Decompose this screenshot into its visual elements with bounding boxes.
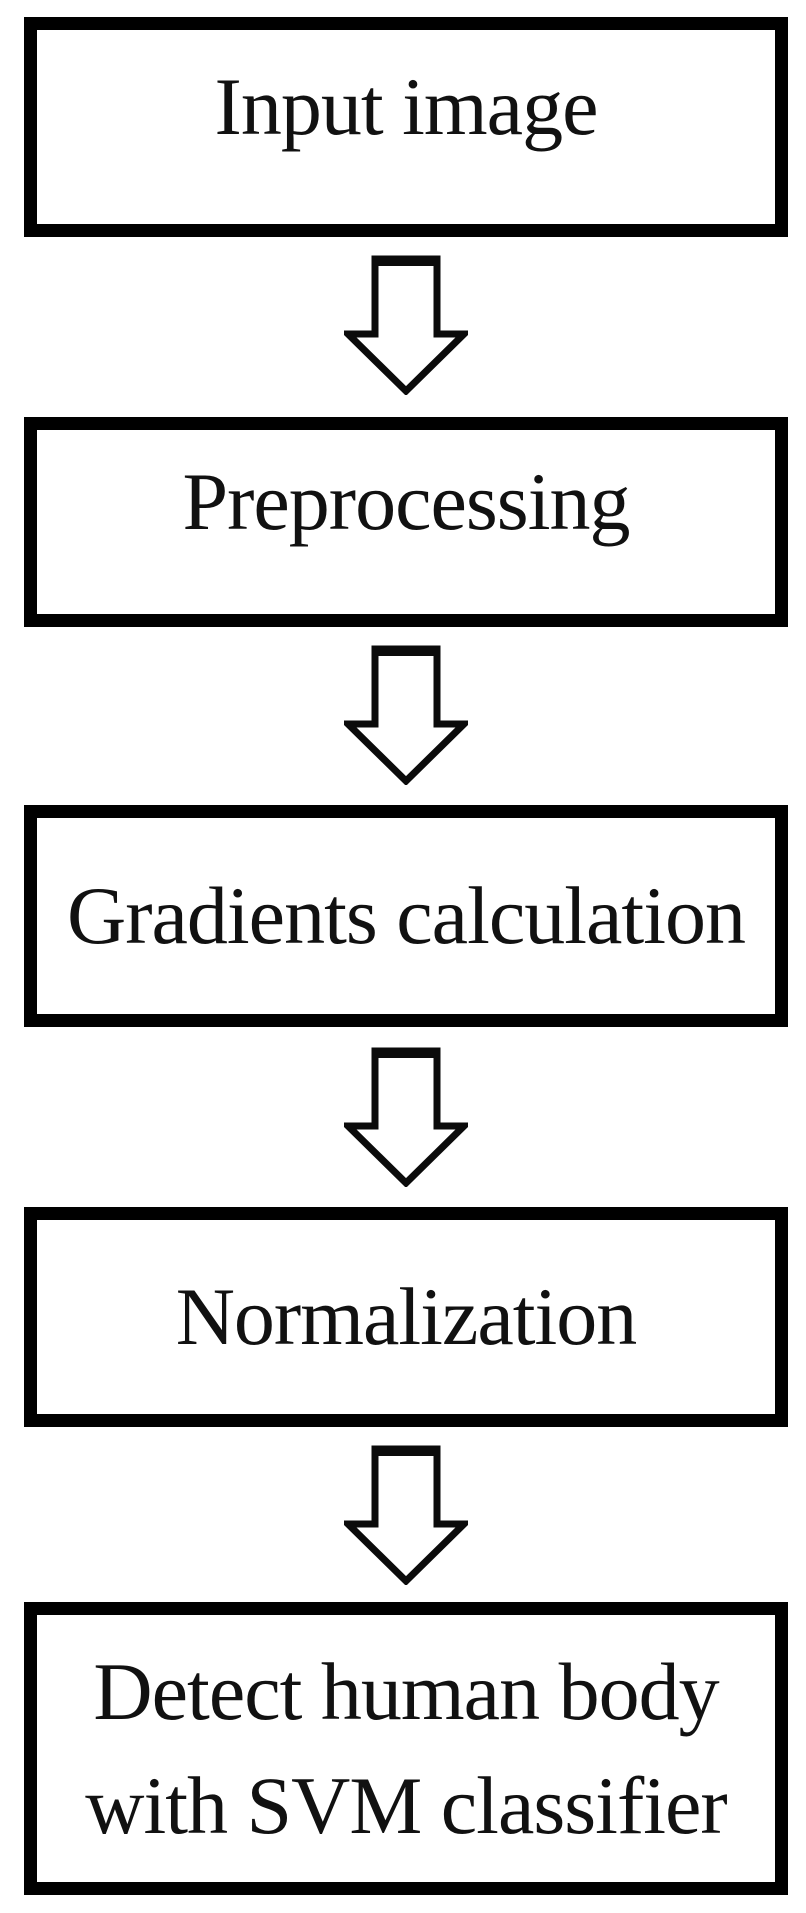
flow-step-preprocessing: Preprocessing bbox=[24, 417, 788, 627]
flow-step-label: Gradients calculation bbox=[66, 870, 746, 962]
flow-step-gradients-calculation: Gradients calculation bbox=[24, 805, 788, 1027]
down-arrow-icon bbox=[344, 645, 468, 785]
flow-step-normalization: Normalization bbox=[24, 1207, 788, 1427]
down-arrow-icon bbox=[344, 1445, 468, 1585]
down-arrow-icon bbox=[344, 255, 468, 395]
flow-step-label: Normalization bbox=[175, 1271, 638, 1363]
down-arrow-icon bbox=[344, 1047, 468, 1187]
flow-step-input-image: Input image bbox=[24, 17, 788, 237]
flow-step-label: Input image bbox=[214, 61, 599, 153]
flow-step-label: Preprocessing bbox=[182, 456, 630, 548]
flow-step-label: Detect human body with SVM classifier bbox=[85, 1646, 727, 1851]
flow-step-detect-human-body: Detect human body with SVM classifier bbox=[24, 1602, 788, 1895]
